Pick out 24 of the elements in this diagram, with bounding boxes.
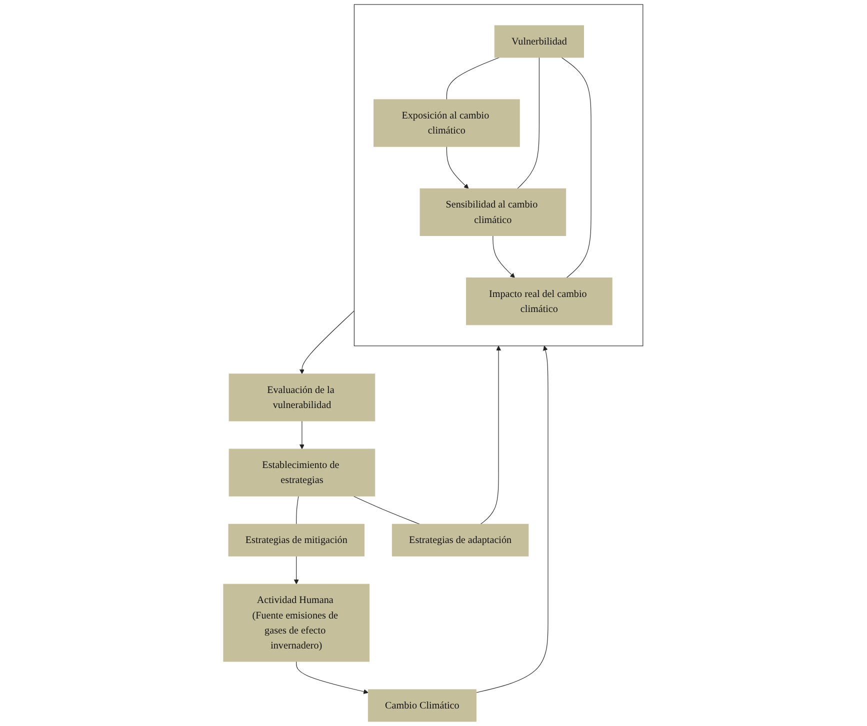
arrow (476, 346, 549, 693)
node-box (392, 524, 529, 556)
arrow (492, 235, 516, 278)
connector (562, 57, 592, 278)
cluster (354, 4, 644, 346)
connector (446, 57, 500, 100)
arrow (300, 310, 355, 374)
connector (517, 57, 540, 189)
node-box (229, 374, 376, 422)
arrow (446, 146, 470, 189)
connector (296, 496, 300, 524)
node-box (228, 524, 365, 556)
connector (353, 496, 420, 524)
arrow (300, 420, 305, 450)
node-box (374, 99, 520, 147)
arrow (296, 661, 369, 694)
node-box (420, 188, 566, 236)
node-box (229, 448, 376, 496)
arrow (480, 346, 502, 524)
node-box (494, 25, 584, 58)
arrow (294, 556, 300, 584)
node-box (466, 278, 613, 326)
node-box (224, 584, 370, 662)
node-box (368, 689, 477, 722)
